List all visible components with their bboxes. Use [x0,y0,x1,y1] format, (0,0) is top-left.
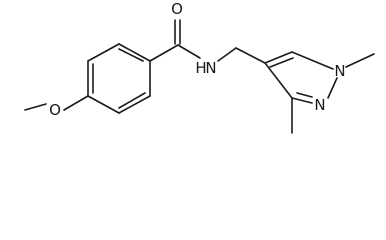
bond-n-to-ch2 [217,47,237,62]
atom-h-amide: H [195,59,206,77]
atom-n2-pyrazole: N [314,96,325,114]
chemical-structure-diagram: O N H N N O [24,0,375,134]
bond-c3-n2 [291,97,313,104]
bond-c4-c3 [264,62,293,99]
bond-benzene-1-inner [118,48,144,62]
bond-benzene-4 [87,95,120,114]
bond-c4-c5-inner [269,57,294,68]
bonds [24,19,375,134]
atom-n-amide: N [205,59,216,77]
bond-methoxy-methyl [24,103,47,111]
bond-benzene-5 [118,95,151,114]
bond-benzene-1 [118,43,151,62]
bond-benzene-5-inner [118,92,146,109]
bond-ch2-to-c4 [235,47,266,64]
bond-c4-c5 [264,51,293,64]
bond-carbonyl-to-ring [149,44,179,62]
bond-carbonyl-to-n [177,44,201,59]
bond-c5-n1 [291,51,334,70]
bond-n1-methyl [345,53,375,68]
bond-n2-n1 [327,77,338,99]
bond-benzene-2 [87,43,120,62]
bond-c3-n2-inner [296,92,313,98]
bond-ring-to-methoxy-o [63,95,89,111]
atom-o-carbonyl: O [171,0,183,18]
atom-labels: O N H N N O [49,0,346,119]
atom-n1-pyrazole: N [334,62,345,80]
atom-o-methoxy: O [49,101,61,119]
